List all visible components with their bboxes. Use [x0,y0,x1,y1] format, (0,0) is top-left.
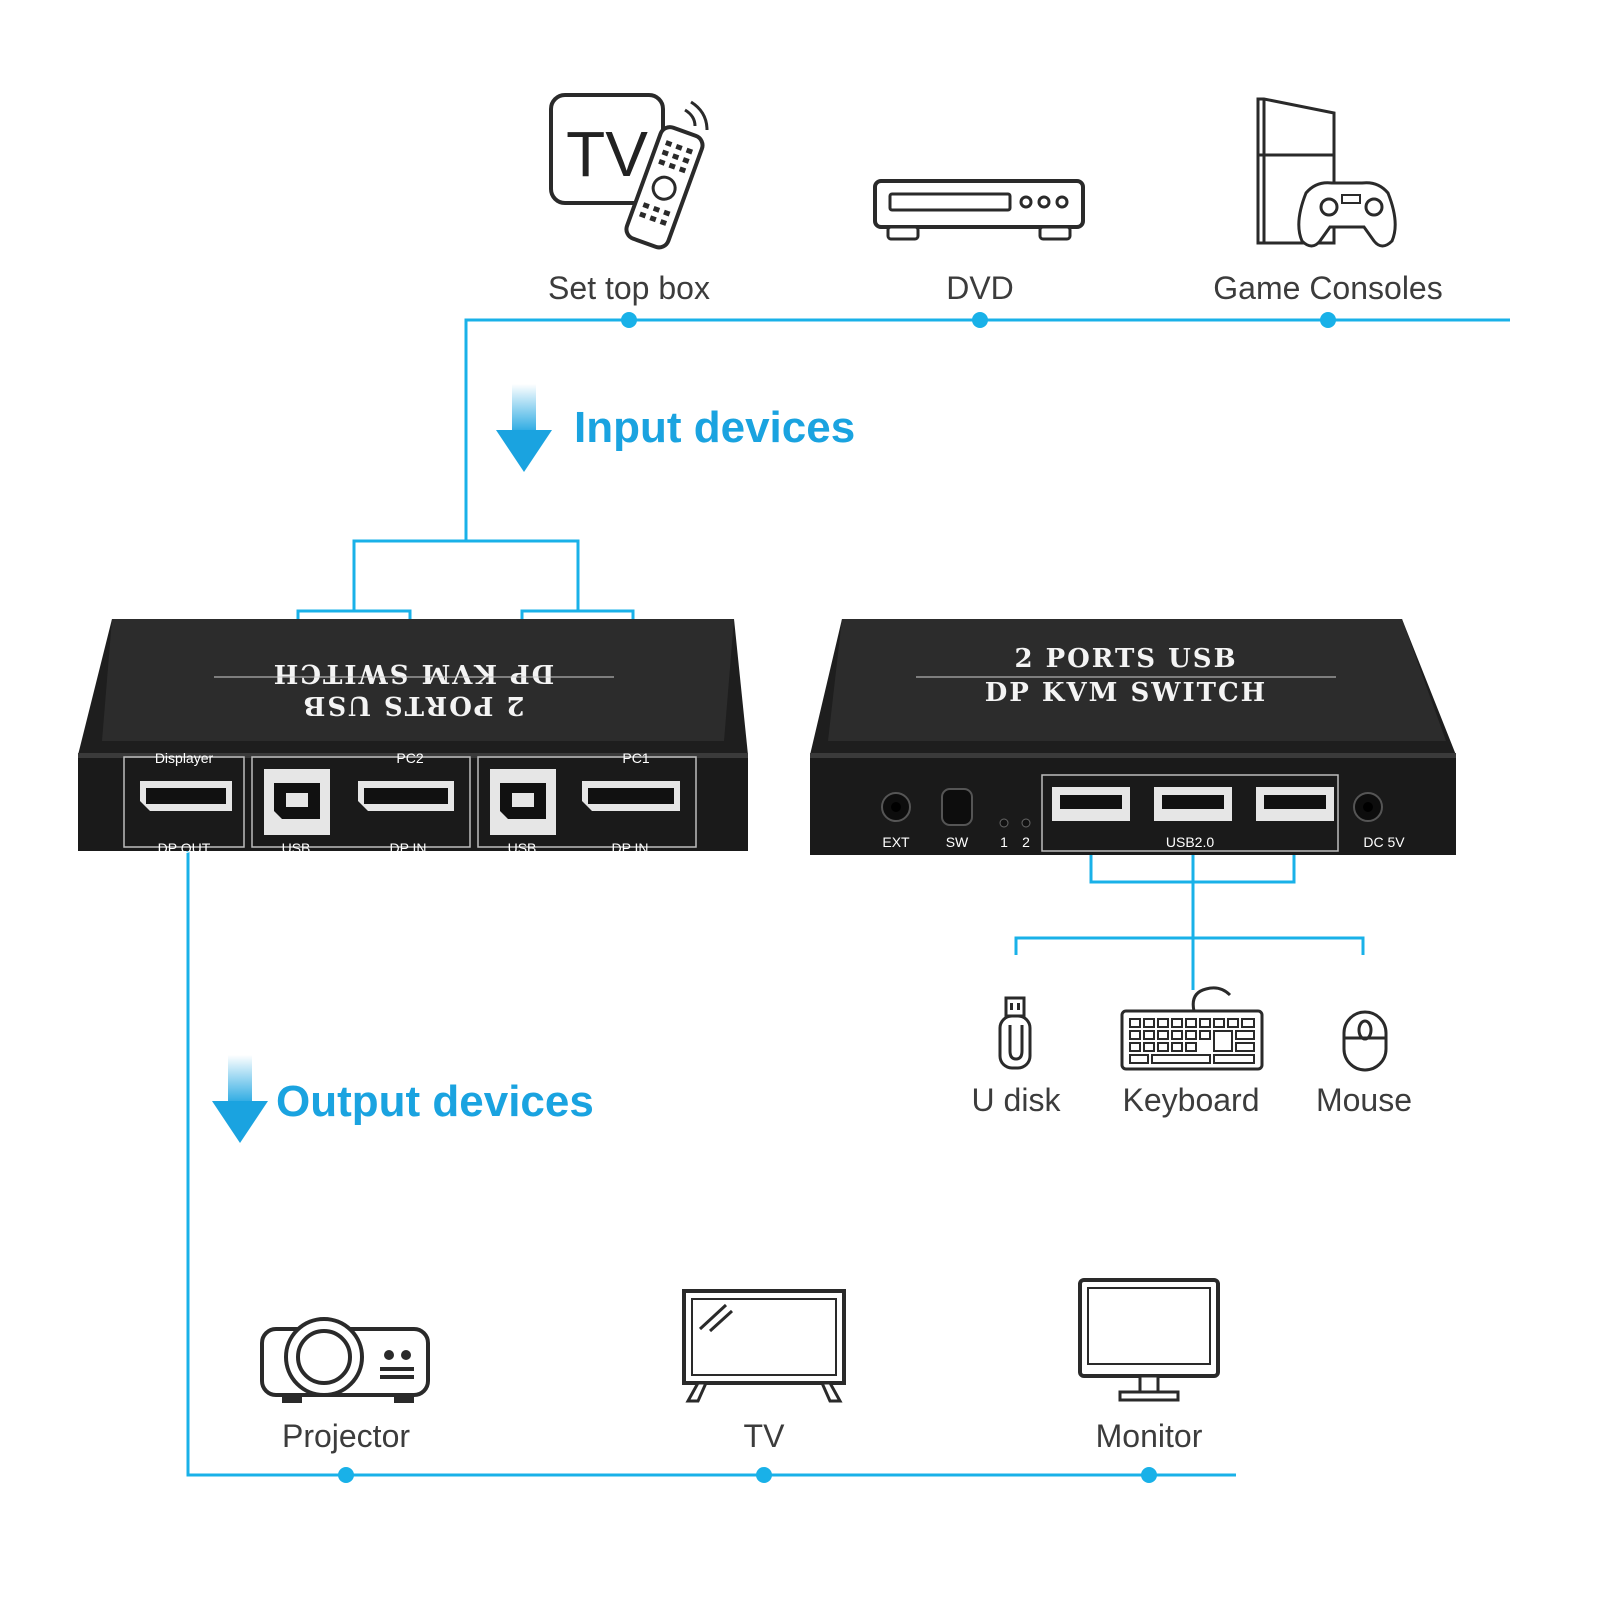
usb-a-port-2 [1154,787,1232,821]
mouse-label: Mouse [1315,1082,1413,1118]
projector-label: Projector [281,1418,411,1454]
dp-out-port [140,781,232,811]
output-devices-heading: Output devices [276,1077,594,1126]
led-2-label: 2 [1022,834,1030,850]
keyboard-icon [1120,986,1264,1071]
game-console-icon [1256,97,1397,248]
game-consoles-label: Game Consoles [1213,270,1443,306]
tv-label: TV [743,1418,785,1454]
input-arrow-icon [496,384,552,472]
output-arrow-icon [212,1055,268,1143]
led-2 [1021,818,1031,828]
dvd-player-icon [873,179,1085,241]
pc1-usb-label: USB [508,840,537,855]
displayer-label: Displayer [155,750,214,766]
usb-drive-icon [998,996,1032,1070]
dvd-node [972,312,988,328]
pc2-usb-label: USB [282,840,311,855]
front-title-line2: DP KVM SWITCH [272,658,555,688]
kvm-switch-front-unit: 2 PORTS USB DP KVM SWITCH Displayer PC2 … [78,619,748,855]
keyboard-label: Keyboard [1122,1082,1260,1118]
usb20-label: USB2.0 [1166,834,1214,850]
dc5v-label: DC 5V [1363,834,1405,850]
game-console-node [1320,312,1336,328]
pc2-usb-b-port [264,769,330,835]
pc1-label: PC1 [622,750,649,766]
usb-a-port-1 [1052,787,1130,821]
pc1-usb-b-port [490,769,556,835]
usb-a-port-3 [1256,787,1334,821]
front-title-line1: 2 PORTS USB [301,690,524,720]
u-disk-label: U disk [971,1082,1061,1118]
pc2-dp-in-port [358,781,454,811]
set-top-box-label: Set top box [548,270,710,306]
dp-out-label: DP OUT [158,840,211,855]
kvm-switch-rear-unit: 2 PORTS USB DP KVM SWITCH EXT SW 1 2 USB… [810,619,1456,855]
monitor-node [1141,1467,1157,1483]
rear-title-line1: 2 PORTS USB [1014,644,1237,674]
input-devices-heading: Input devices [574,403,856,452]
pc2-label: PC2 [396,750,423,766]
pc1-dp-in-port [582,781,680,811]
monitor-label: Monitor [1095,1418,1203,1454]
input-branch-line [352,539,580,611]
ext-label: EXT [882,834,910,850]
tv-node [756,1467,772,1483]
pc2-dp-in-label: DP IN [389,840,426,855]
pc1-dp-in-label: DP IN [611,840,648,855]
projector-node [338,1467,354,1483]
output-bus-line [186,833,1236,1477]
sw-label: SW [946,834,969,850]
tv-remote-icon: TV [549,93,709,250]
switch-button [941,788,973,826]
led-1-label: 1 [1000,834,1008,850]
mouse-icon [1342,1010,1388,1072]
tv-icon-text: TV [566,118,648,190]
projector-icon [260,1317,430,1403]
tv-icon [682,1289,846,1403]
usb-devices-line [1014,936,1365,955]
rear-title-line2: DP KVM SWITCH [985,678,1268,708]
monitor-icon [1078,1278,1220,1402]
dvd-label: DVD [946,270,1014,306]
input-bus-line [464,318,1510,541]
set-top-box-node [621,312,637,328]
led-1 [999,818,1009,828]
